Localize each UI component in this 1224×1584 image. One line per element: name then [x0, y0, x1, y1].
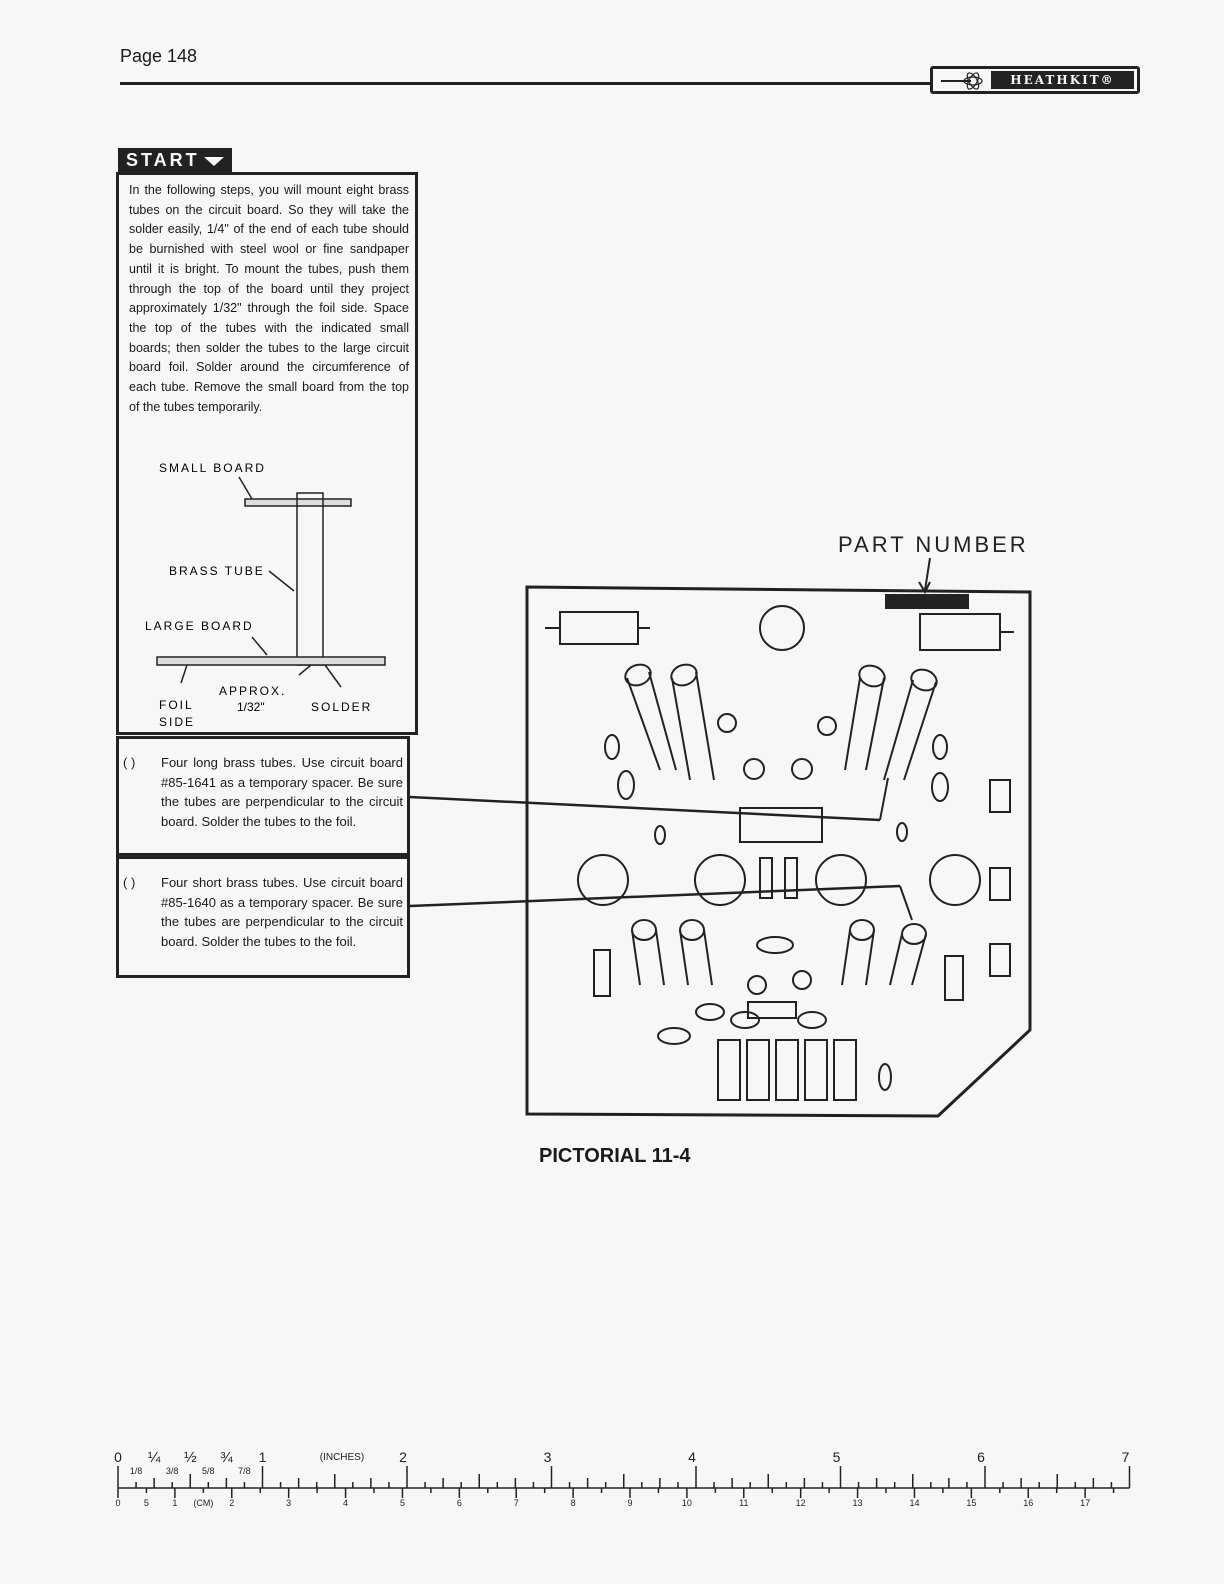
ruler-fraction-label: 1/8: [130, 1466, 143, 1476]
ruler-inch-label: 7: [1122, 1449, 1130, 1465]
ruler-inch-label: 5: [833, 1449, 841, 1465]
brand-name: HEATHKIT®: [991, 71, 1134, 89]
ruler-inch-label: 4: [688, 1449, 696, 1465]
ruler-cm-label: 12: [796, 1498, 806, 1508]
ruler-cm-unit: (CM): [193, 1498, 213, 1508]
step-short-tubes: ( ) Four short brass tubes. Use circuit …: [116, 856, 410, 978]
ruler-cm-label: 13: [853, 1498, 863, 1508]
pictorial-circuit-board: PART NUMBER: [409, 532, 1032, 1118]
ruler-cm-label: 4: [343, 1498, 348, 1508]
header-rule: [120, 82, 930, 85]
ruler-inch-label: ¼: [148, 1449, 161, 1466]
start-label: START: [126, 150, 200, 170]
tube-mounting-diagram: SMALL BOARD BRASS TUBE LARGE BOARD APPRO…: [145, 461, 386, 729]
ruler-cm-label: 15: [966, 1498, 976, 1508]
part-number-marking: [885, 594, 969, 609]
ruler-cm-label: 10: [682, 1498, 692, 1508]
pictorial-caption: PICTORIAL 11-4: [539, 1145, 691, 1167]
long-brass-tubes: [624, 663, 938, 781]
ruler-fraction-label: 3/8: [166, 1466, 179, 1476]
label-approx: APPROX.: [219, 684, 286, 698]
ruler-inch-label: 3: [544, 1449, 552, 1465]
step-long-tubes: ( ) Four long brass tubes. Use circuit b…: [116, 736, 410, 856]
short-brass-tubes: [631, 919, 927, 986]
label-brass-tube: BRASS TUBE: [169, 564, 265, 578]
start-tab: START: [118, 148, 232, 172]
intro-text: In the following steps, you will mount e…: [129, 183, 409, 414]
ruler-cm-label: 5: [400, 1498, 405, 1508]
step-text: Four long brass tubes. Use circuit board…: [161, 755, 403, 829]
label-foil: FOIL: [159, 698, 194, 712]
ruler-fraction-label: 7/8: [238, 1466, 251, 1476]
part-number-label: PART NUMBER: [838, 532, 1029, 557]
edge-connector: [717, 1039, 892, 1101]
page-number: Page 148: [120, 46, 198, 66]
ruler-inch-label: 2: [399, 1449, 407, 1465]
large-board: [156, 656, 386, 666]
ruler-cm-label: 5: [144, 1498, 149, 1508]
label-side: SIDE: [159, 715, 195, 729]
ruler-cm-label: 7: [514, 1498, 519, 1508]
ruler-cm-label: 0: [115, 1498, 120, 1508]
step-checkbox[interactable]: ( ): [123, 875, 136, 890]
ruler-cm-label: 14: [909, 1498, 919, 1508]
ruler-cm-label: 9: [628, 1498, 633, 1508]
ruler-cm-label: 2: [229, 1498, 234, 1508]
label-solder: SOLDER: [311, 700, 372, 714]
ruler-inch-label: 6: [977, 1449, 985, 1465]
ruler-cm-label: 17: [1080, 1498, 1090, 1508]
small-board: [244, 498, 352, 507]
ruler-cm-label: 11: [739, 1498, 748, 1508]
ruler-inch-label: ¾: [220, 1449, 233, 1466]
ruler-cm-label: 3: [286, 1498, 291, 1508]
ruler-inch-label: 0: [114, 1449, 122, 1465]
step-text: Four short brass tubes. Use circuit boar…: [161, 875, 403, 949]
ruler-cm-label: 1: [172, 1498, 177, 1508]
label-small-board: SMALL BOARD: [159, 461, 266, 475]
ruler-inch-label: 1: [259, 1449, 267, 1465]
ruler-inch-label: ½: [184, 1449, 197, 1466]
ruler-fraction-label: 5/8: [202, 1466, 215, 1476]
ruler-cm-label: 6: [457, 1498, 462, 1508]
heathkit-logo: HEATHKIT®: [930, 66, 1140, 94]
circuit-board-outline: [525, 585, 1032, 1118]
atom-icon: [941, 72, 983, 90]
label-large-board: LARGE BOARD: [145, 619, 254, 633]
ruler-inches-unit: (INCHES): [320, 1452, 364, 1463]
ruler-cm-label: 8: [571, 1498, 576, 1508]
step-checkbox[interactable]: ( ): [123, 755, 136, 770]
label-approx-value: 1/32": [237, 700, 265, 714]
intro-instructions-box: In the following steps, you will mount e…: [116, 172, 418, 735]
ruler-cm-label: 16: [1023, 1498, 1033, 1508]
arrow-down-icon: [203, 156, 224, 166]
